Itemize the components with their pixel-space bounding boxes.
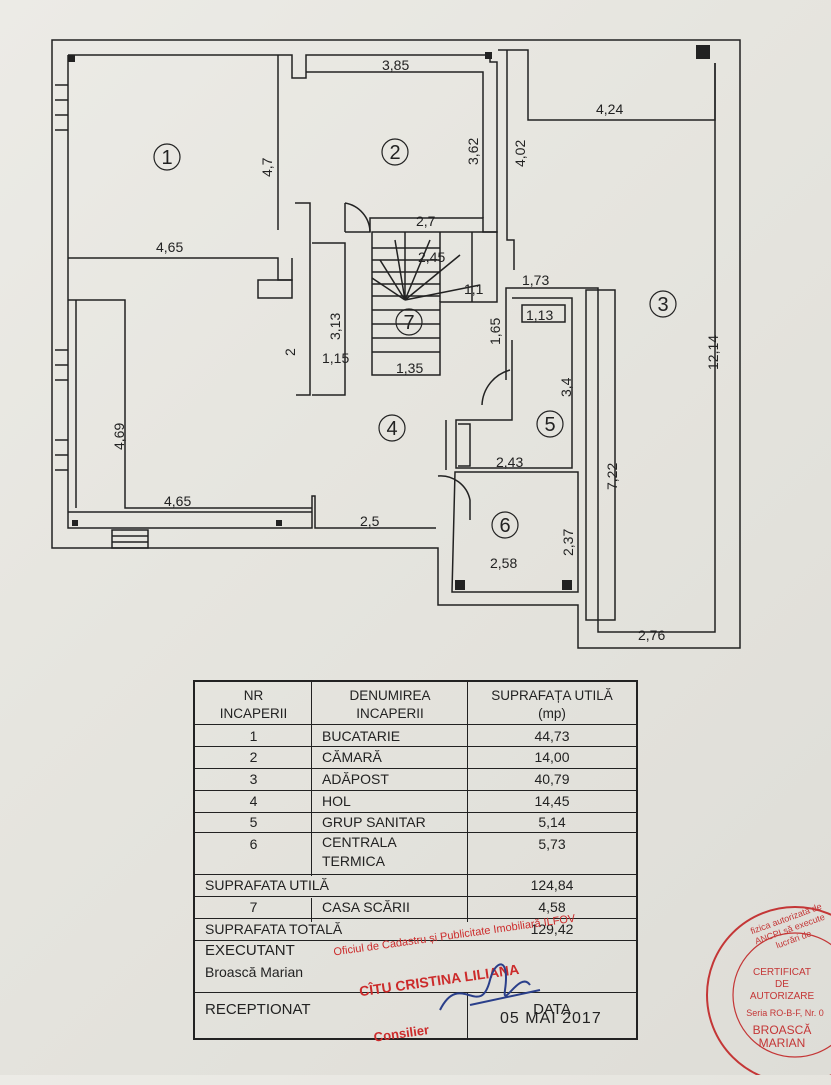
total-label: SUPRAFATA TOTALĂ xyxy=(205,921,343,937)
dim-label: 2 xyxy=(282,348,298,356)
dim-label: 7,22 xyxy=(604,463,620,490)
stamp-line: CERTIFICAT xyxy=(753,967,811,978)
header-area-unit: (mp) xyxy=(538,706,566,721)
row-name: BUCATARIE xyxy=(322,728,401,744)
executant-label: EXECUTANT xyxy=(205,942,295,959)
header-name-sub: INCAPERII xyxy=(356,706,424,721)
dim-label: 2,5 xyxy=(360,513,380,529)
dim-label: 2,58 xyxy=(490,555,517,571)
stamp-line: BROASCĂ xyxy=(752,1023,812,1037)
row-nr: 3 xyxy=(249,771,258,787)
dim-label: 2,45 xyxy=(418,249,445,265)
row-name-cont: TERMICA xyxy=(322,853,385,869)
floor-plan-drawing: 1 2 3 4 5 6 7 3,85 4,7 3,62 4,02 4,24 4,… xyxy=(51,39,741,649)
row-name: GRUP SANITAR xyxy=(322,814,426,830)
row-nr: 4 xyxy=(249,793,258,809)
dim-label: 1,1 xyxy=(464,281,484,297)
data-label: DATA xyxy=(533,1001,571,1018)
outer-wall-outline xyxy=(51,39,741,649)
dim-label: 1,35 xyxy=(396,360,423,376)
room-number-5: 5 xyxy=(544,414,555,436)
inner-wall-top xyxy=(68,54,498,233)
row-area: 4,58 xyxy=(538,899,566,915)
room-number-2: 2 xyxy=(389,142,400,164)
inner-wall-left xyxy=(67,55,436,529)
dim-label: 3,62 xyxy=(465,138,481,165)
dim-label: 1,73 xyxy=(522,272,549,288)
executant-name: Broască Marian xyxy=(205,964,304,980)
dim-label: 3,13 xyxy=(327,313,343,340)
stamp-line: Seria RO-B-F, Nr. 0 xyxy=(746,1008,824,1018)
stamp-line: AUTORIZARE xyxy=(749,991,815,1002)
dim-label: 3,4 xyxy=(558,377,574,397)
dim-label: 4,24 xyxy=(596,101,623,117)
row-area: 5,14 xyxy=(538,814,566,830)
dim-label: 4,69 xyxy=(111,423,127,450)
row-name: CASA SCĂRII xyxy=(322,899,410,915)
util-label: SUPRAFATA UTILĂ xyxy=(205,877,329,893)
stamp-line: MARIAN xyxy=(758,1036,806,1050)
row-nr: 5 xyxy=(249,814,258,830)
dim-label: 4,7 xyxy=(259,157,275,177)
room3-inner xyxy=(505,63,716,633)
dim-label: 2,7 xyxy=(416,213,436,229)
row-area: 40,79 xyxy=(534,771,570,787)
room-number-7: 7 xyxy=(403,312,414,334)
dim-label: 4,02 xyxy=(512,140,528,167)
partition-502 xyxy=(506,50,515,270)
dim-label: 1,15 xyxy=(322,350,349,366)
row-nr: 6 xyxy=(249,836,258,852)
signature xyxy=(439,963,541,1011)
dim-label: 2,37 xyxy=(560,529,576,556)
stamp-role: Consilier xyxy=(372,1022,430,1045)
row-area: 14,45 xyxy=(534,793,570,809)
row-name: CENTRALA xyxy=(322,834,397,850)
dim-label: 2,43 xyxy=(496,454,523,470)
dim-label: 4,65 xyxy=(156,239,183,255)
header-name: DENUMIREA xyxy=(349,688,431,703)
dim-label: 2,76 xyxy=(638,627,665,643)
dim-label: 4,65 xyxy=(164,493,191,509)
room-number-4: 4 xyxy=(386,418,397,440)
room-number-3: 3 xyxy=(657,294,668,316)
dim-label: 1,13 xyxy=(526,307,553,323)
reception-date: 05 MAI 2017 xyxy=(500,1010,602,1027)
room-number-1: 1 xyxy=(161,147,172,169)
certificate-stamp: fizica autorizată de ANCPI să execute lu… xyxy=(700,901,831,1085)
row-name: CĂMARĂ xyxy=(322,749,382,765)
stamp-line: DE xyxy=(775,979,789,990)
area-table: NR INCAPERII DENUMIREA INCAPERII SUPRAFA… xyxy=(193,680,638,1040)
header-nr-sub: INCAPERII xyxy=(219,706,288,721)
util-value: 124,84 xyxy=(530,877,574,893)
floor-plan: 1 2 3 4 5 6 7 3,85 4,7 3,62 4,02 4,24 4,… xyxy=(51,39,741,649)
row-nr: 2 xyxy=(249,749,258,765)
row-name: ADĂPOST xyxy=(322,771,389,787)
row-area: 14,00 xyxy=(534,749,570,765)
row-name: HOL xyxy=(322,793,351,809)
row-area: 44,73 xyxy=(534,728,570,744)
receptionat-label: RECEPTIONAT xyxy=(205,1001,311,1018)
header-area: SUPRAFAȚA UTILĂ xyxy=(491,688,613,703)
total-value: 129,42 xyxy=(530,921,574,937)
dim-label: 3,85 xyxy=(382,57,409,73)
dim-label: 1,65 xyxy=(487,318,503,345)
dim-label: 12,14 xyxy=(705,335,721,370)
row-nr: 7 xyxy=(249,899,258,915)
room-number-6: 6 xyxy=(499,515,510,537)
row-nr: 1 xyxy=(249,728,258,744)
header-nr: NR xyxy=(243,688,264,703)
row-area: 5,73 xyxy=(538,836,566,852)
